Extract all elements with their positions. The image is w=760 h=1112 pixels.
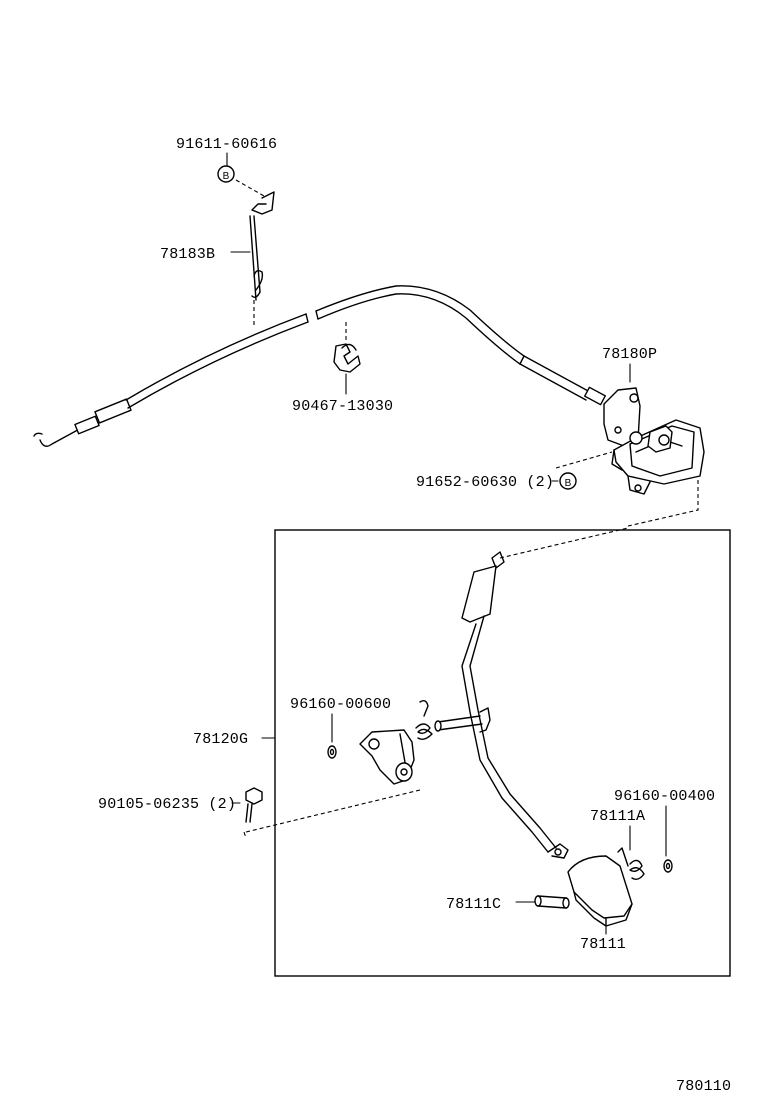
sensor-78180P <box>603 387 705 495</box>
label-90467-13030: 90467-13030 <box>292 398 393 415</box>
label-78120G: 78120G <box>193 731 248 748</box>
label-78180P: 78180P <box>602 346 657 363</box>
figure-number: 780110 <box>676 1078 731 1095</box>
pedal-lever <box>461 551 569 859</box>
pedal-pad-78111 <box>567 855 633 927</box>
label-78111C: 78111C <box>446 896 501 913</box>
label-90105-06235: 90105-06235 (2) <box>98 796 236 813</box>
label-96160-00400: 96160-00400 <box>614 788 715 805</box>
dash-box-to-lever <box>499 527 629 559</box>
bushing-96160-00600 <box>327 745 337 759</box>
accelerator-cable <box>33 285 606 447</box>
dash-bolt-to-sensor <box>555 451 613 469</box>
dash-sensor-to-box <box>627 480 699 527</box>
clamp-90467 <box>333 343 361 373</box>
pedal-bracket <box>359 729 415 785</box>
label-91652-60630: 91652-60630 (2) <box>416 474 554 491</box>
dash-bolt-to-bracket <box>243 789 421 839</box>
pedal-assembly-frame <box>274 529 731 977</box>
dash-bolt-to-rod <box>235 179 265 197</box>
pivot-shaft <box>434 707 491 733</box>
label-91611-60616: 91611-60616 <box>176 136 277 153</box>
bolt-marker-b-right: B <box>559 472 577 490</box>
marker-letter-right: B <box>565 478 572 489</box>
label-78111A: 78111A <box>590 808 645 825</box>
bushing-96160-00400 <box>663 859 673 873</box>
spring-78111A <box>617 847 645 881</box>
marker-letter-top: B <box>223 171 230 182</box>
label-78183B: 78183B <box>160 246 215 263</box>
label-96160-00600: 96160-00600 <box>290 696 391 713</box>
pin-78111C <box>534 895 570 909</box>
bolt-marker-b-top: B <box>217 165 235 183</box>
label-78111: 78111 <box>580 936 626 953</box>
bolt-90105 <box>245 787 263 823</box>
pedal-rod-78183B <box>249 191 275 301</box>
return-spring-pivot <box>415 699 433 741</box>
